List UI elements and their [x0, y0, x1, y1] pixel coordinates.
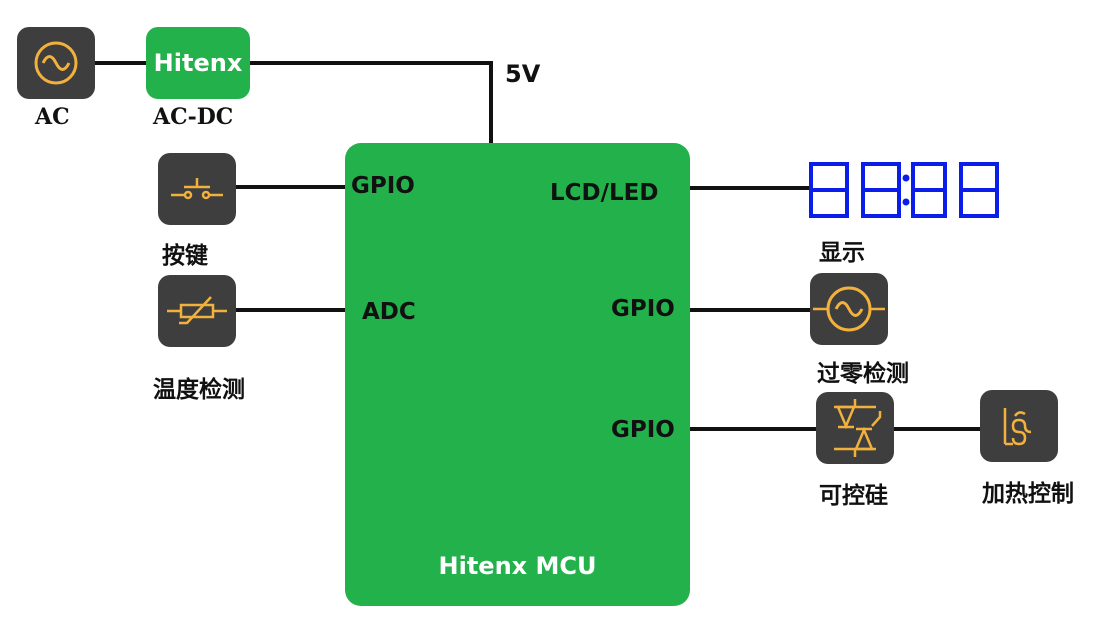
- heating-coil-icon: [1003, 408, 1032, 446]
- mcu-title: Hitenx MCU: [438, 552, 597, 580]
- seven-segment-display-icon: [809, 162, 999, 218]
- wire-scr-to-heating: [893, 427, 983, 431]
- wire-mcu-to-scr: [689, 427, 817, 431]
- heating-label: 加热控制: [982, 481, 1074, 507]
- temperature-label: 温度检测: [153, 377, 245, 403]
- voltage-label: 5V: [505, 60, 541, 88]
- wire-button-to-mcu: [236, 185, 346, 189]
- acdc-converter-block: Hitenx: [146, 27, 250, 99]
- scr-label: 可控硅: [819, 483, 888, 509]
- zero-cross-label: 过零检测: [817, 361, 909, 387]
- thyristor-icon: [834, 399, 882, 457]
- wire-acdc-to-5v: [249, 61, 493, 65]
- display-label: 显示: [819, 240, 865, 266]
- thermistor-icon: [167, 296, 227, 325]
- acdc-label: AC-DC: [153, 104, 234, 130]
- ac-sine-icon: [34, 41, 78, 85]
- mcu-pin-left-gpio: GPIO: [351, 173, 415, 199]
- zero-cross-block: [810, 273, 888, 345]
- heating-block: [980, 390, 1058, 462]
- ac-source-block: [17, 27, 95, 99]
- temperature-block: [158, 275, 236, 347]
- push-button-switch-icon: [171, 178, 223, 200]
- ac-label: AC: [35, 104, 70, 130]
- wire-ac-to-acdc: [94, 61, 147, 65]
- mcu-pin-right-lcd: LCD/LED: [550, 180, 659, 206]
- acdc-brand: Hitenx: [153, 49, 243, 77]
- button-block: [158, 153, 236, 225]
- button-label: 按键: [162, 243, 208, 269]
- wire-mcu-to-zero-cross: [689, 308, 811, 312]
- wire-mcu-to-display: [689, 186, 809, 190]
- mcu-pin-right-gpio-scr: GPIO: [611, 417, 675, 443]
- ac-sine-icon: [813, 286, 885, 332]
- wire-5v-to-mcu: [489, 61, 493, 145]
- mcu-pin-right-gpio-zero: GPIO: [611, 296, 675, 322]
- wire-temperature-to-mcu: [236, 308, 346, 312]
- mcu-block: [345, 143, 690, 606]
- mcu-pin-left-adc: ADC: [362, 299, 416, 325]
- scr-block: [816, 392, 894, 464]
